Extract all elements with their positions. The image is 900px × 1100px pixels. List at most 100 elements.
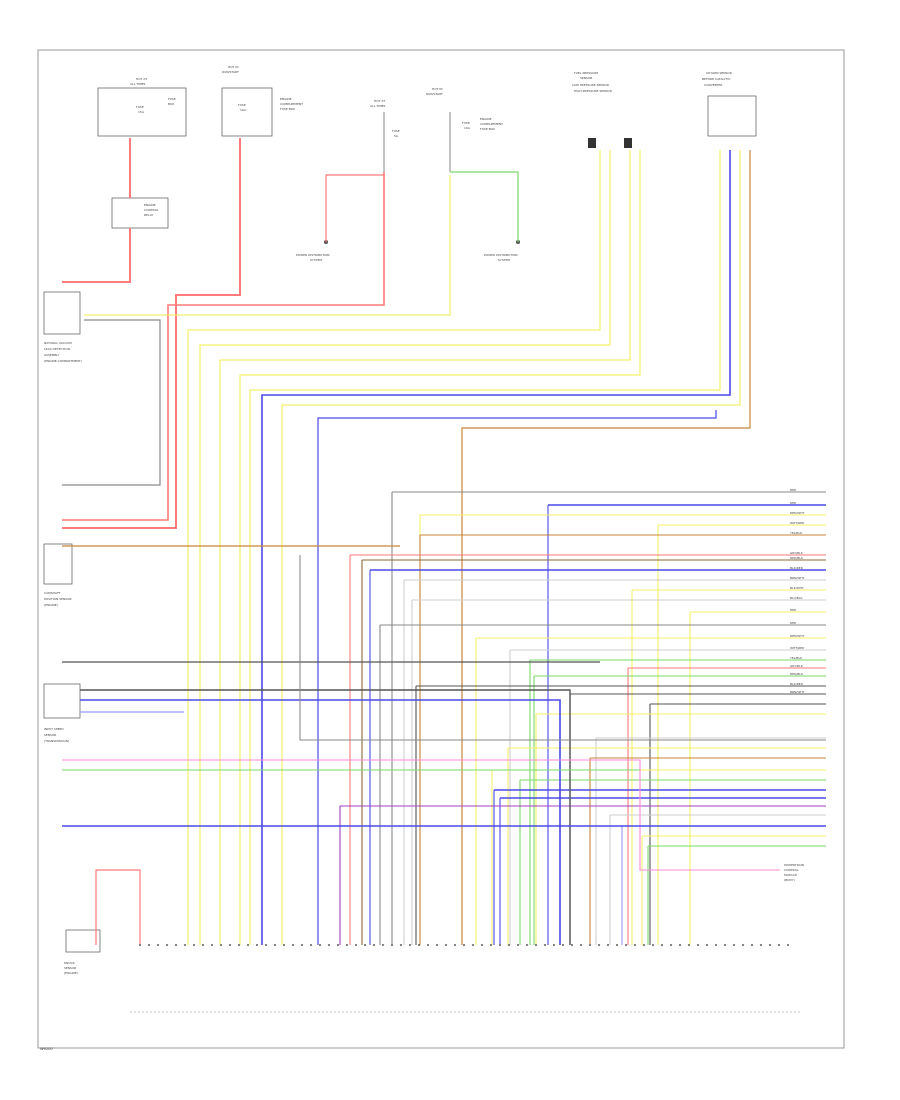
pin-mark <box>498 943 502 947</box>
pin-mark <box>579 943 583 947</box>
wire-16 <box>317 410 717 945</box>
svg-text:HOT AT: HOT AT <box>374 99 385 103</box>
svg-text:HIGH PRESSURE SENSOR: HIGH PRESSURE SENSOR <box>574 89 612 93</box>
svg-text:SENSOR: SENSOR <box>44 733 56 737</box>
svg-text:FUSE: FUSE <box>392 129 400 133</box>
pin-mark <box>273 943 277 947</box>
pin-mark <box>318 943 322 947</box>
knock-sensor: KNOCK SENSOR (ENGINE) <box>64 929 101 975</box>
svg-text:(ENGINE COMPARTMENT): (ENGINE COMPARTMENT) <box>44 359 82 363</box>
pin-mark <box>678 943 682 947</box>
svg-text:SYSTEM: SYSTEM <box>498 258 510 262</box>
svg-text:POWERTRAIN: POWERTRAIN <box>784 863 804 867</box>
pin-mark <box>147 943 151 947</box>
svg-text:FUSE BOX: FUSE BOX <box>280 107 295 111</box>
pin-mark <box>282 943 286 947</box>
pin-mark <box>372 943 376 947</box>
svg-text:COMPARTMENT: COMPARTMENT <box>280 102 303 106</box>
connector-marks: REDREDRED/WHTWHT/REDYEL/BLKGRY/BLKRED/BL… <box>138 488 805 947</box>
fuel-pressure-sensor: FUEL PRESSURE SENSOR LOW PRESSURE SENSOR… <box>572 71 632 148</box>
pin-mark <box>480 943 484 947</box>
pin-mark <box>471 943 475 947</box>
wire-95 <box>95 869 141 945</box>
pin-mark <box>570 943 574 947</box>
wire-label: BRN/WHT <box>790 576 805 580</box>
oxygen-sensor: OXYGEN SENSOR BEFORE CATALYTIC CONVERTER <box>702 71 757 137</box>
pin-mark <box>435 943 439 947</box>
pin-mark <box>543 943 547 947</box>
wire-7 <box>84 175 451 316</box>
pin-mark <box>363 943 367 947</box>
input-speed-sensor: INPUT SPEED SENSOR (TRANSMISSION) <box>43 683 81 743</box>
pin-mark <box>462 943 466 947</box>
svg-text:ALL TIMES: ALL TIMES <box>130 82 146 86</box>
wire-label: RED <box>790 608 797 612</box>
pin-mark <box>138 943 142 947</box>
wire-label: BLU/BLK <box>790 596 804 600</box>
pin-mark <box>264 943 268 947</box>
pin-mark <box>687 943 691 947</box>
pin-mark <box>444 943 448 947</box>
pin-mark <box>705 943 709 947</box>
svg-text:10A: 10A <box>464 126 471 130</box>
svg-text:HOT AT: HOT AT <box>136 77 147 81</box>
pin-mark <box>228 943 232 947</box>
pin-mark <box>786 943 790 947</box>
pin-mark <box>750 943 754 947</box>
wire-14 <box>261 150 731 945</box>
pin-mark <box>183 943 187 947</box>
pin-mark <box>633 943 637 947</box>
wire-network <box>62 138 826 945</box>
pin-mark <box>651 943 655 947</box>
pin-mark <box>300 943 304 947</box>
pin-mark <box>156 943 160 947</box>
pin-mark <box>624 943 628 947</box>
wire-label: GRY/BLK <box>790 551 804 555</box>
wire-15 <box>281 150 741 945</box>
outer-frame <box>37 49 845 1049</box>
pin-mark <box>642 943 646 947</box>
wire-label: BRN/WHT <box>790 690 805 694</box>
svg-text:BOX: BOX <box>168 102 174 106</box>
svg-text:(BODY): (BODY) <box>784 878 795 882</box>
svg-text:ENGINE: ENGINE <box>480 117 492 121</box>
wire-8 <box>62 319 161 486</box>
svg-text:FUSE: FUSE <box>238 103 246 107</box>
svg-text:POWER DISTRIBUTION: POWER DISTRIBUTION <box>484 253 518 257</box>
wire-9 <box>187 150 601 945</box>
pin-mark <box>246 943 250 947</box>
svg-text:15A: 15A <box>138 110 145 114</box>
svg-text:5A: 5A <box>394 134 399 138</box>
wire-label: RED <box>790 488 797 492</box>
svg-text:FUSE: FUSE <box>462 121 470 125</box>
wire-label: RED/WHT <box>790 634 805 638</box>
wire-13 <box>249 150 721 945</box>
pin-mark <box>255 943 259 947</box>
wire-11 <box>219 150 631 945</box>
wire-label: GRY/BLK <box>790 664 804 668</box>
pin-mark <box>588 943 592 947</box>
wire-label: RED/BLK <box>790 672 804 676</box>
pin-mark <box>597 943 601 947</box>
svg-text:SYSTEM: SYSTEM <box>310 258 322 262</box>
pin-mark <box>345 943 349 947</box>
pin-mark <box>489 943 493 947</box>
pin-mark <box>408 943 412 947</box>
svg-text:KNOCK: KNOCK <box>64 961 76 965</box>
wire-label: RED <box>790 621 797 625</box>
svg-text:CONTROL: CONTROL <box>144 208 159 212</box>
pin-mark <box>534 943 538 947</box>
top-fuse-3: HOT AT ALL TIMES FUSE 5A <box>370 99 400 172</box>
wire-6 <box>450 171 519 242</box>
pin-mark <box>399 943 403 947</box>
pin-mark <box>201 943 205 947</box>
pin-mark <box>381 943 385 947</box>
svg-text:10A: 10A <box>240 108 247 112</box>
pin-mark <box>327 943 331 947</box>
svg-text:CONTROL: CONTROL <box>784 868 799 872</box>
svg-text:RUN/START: RUN/START <box>222 70 239 74</box>
pin-mark <box>390 943 394 947</box>
pin-mark <box>237 943 241 947</box>
wire-label: WHT/RED <box>790 646 805 650</box>
